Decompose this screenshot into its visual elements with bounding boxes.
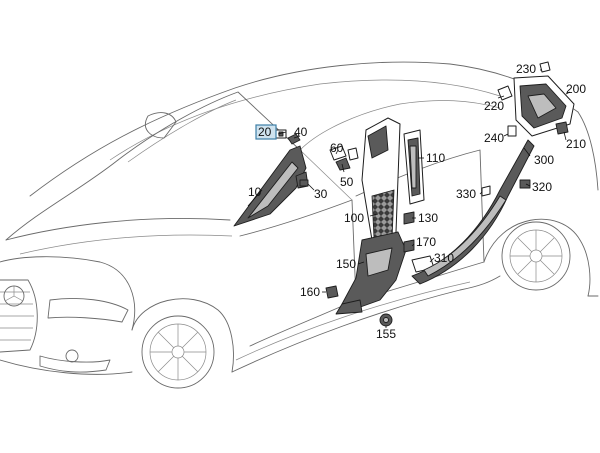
clip-part-60 — [329, 145, 347, 161]
callout-20[interactable]: 20 — [258, 125, 272, 139]
callout-10[interactable]: 10 — [248, 185, 262, 199]
callout-230[interactable]: 230 — [516, 62, 536, 76]
callout-200[interactable]: 200 — [566, 82, 586, 96]
clip-part-240 — [507, 125, 517, 137]
callout-240[interactable]: 240 — [484, 131, 504, 145]
callout-100[interactable]: 100 — [344, 211, 364, 225]
clip-part-20 — [275, 129, 287, 139]
clip-part-50 — [335, 147, 359, 171]
grommet-part-155 — [379, 313, 393, 327]
rear-quarter-panel-part-200 — [513, 75, 575, 137]
callout-50[interactable]: 50 — [340, 175, 354, 189]
leader-lines — [247, 69, 571, 328]
callout-30[interactable]: 30 — [314, 187, 328, 201]
b-pillar-trim-part — [335, 117, 407, 315]
c-pillar-trim-part — [411, 139, 535, 285]
callout-110[interactable]: 110 — [426, 151, 445, 165]
clip-part-160 — [325, 285, 339, 299]
callout-310[interactable]: 310 — [434, 251, 454, 265]
callout-220[interactable]: 220 — [484, 99, 504, 113]
clip-part-40 — [287, 133, 301, 145]
callout-155[interactable]: 155 — [376, 327, 396, 341]
callout-170[interactable]: 170 — [416, 235, 436, 249]
callout-160[interactable]: 160 — [300, 285, 320, 299]
callout-60[interactable]: 60 — [330, 141, 344, 155]
clip-part-130 — [403, 211, 415, 225]
clip-part-320 — [519, 179, 531, 189]
callout-40[interactable]: 40 — [294, 125, 308, 139]
clip-part-330 — [481, 185, 491, 197]
clip-part-230 — [539, 61, 551, 73]
callout-210[interactable]: 210 — [566, 137, 586, 151]
callout-labels: 20 10 30 40 50 60 100 110 130 150 155 16… — [248, 62, 586, 341]
clip-part-210 — [555, 121, 569, 135]
callout-330[interactable]: 330 — [456, 187, 476, 201]
a-pillar-trim-part — [233, 145, 309, 227]
callout-320[interactable]: 320 — [532, 180, 552, 194]
callout-150[interactable]: 150 — [336, 257, 356, 271]
clip-part-220 — [497, 85, 513, 101]
clip-part-30 — [299, 179, 309, 187]
callout-130[interactable]: 130 — [418, 211, 438, 225]
car-body-outline — [0, 61, 599, 389]
b-pillar-upper-part-110 — [403, 129, 425, 205]
callout-300[interactable]: 300 — [534, 153, 554, 167]
selected-callout-highlight — [255, 124, 277, 140]
clip-part-170 — [403, 239, 415, 253]
